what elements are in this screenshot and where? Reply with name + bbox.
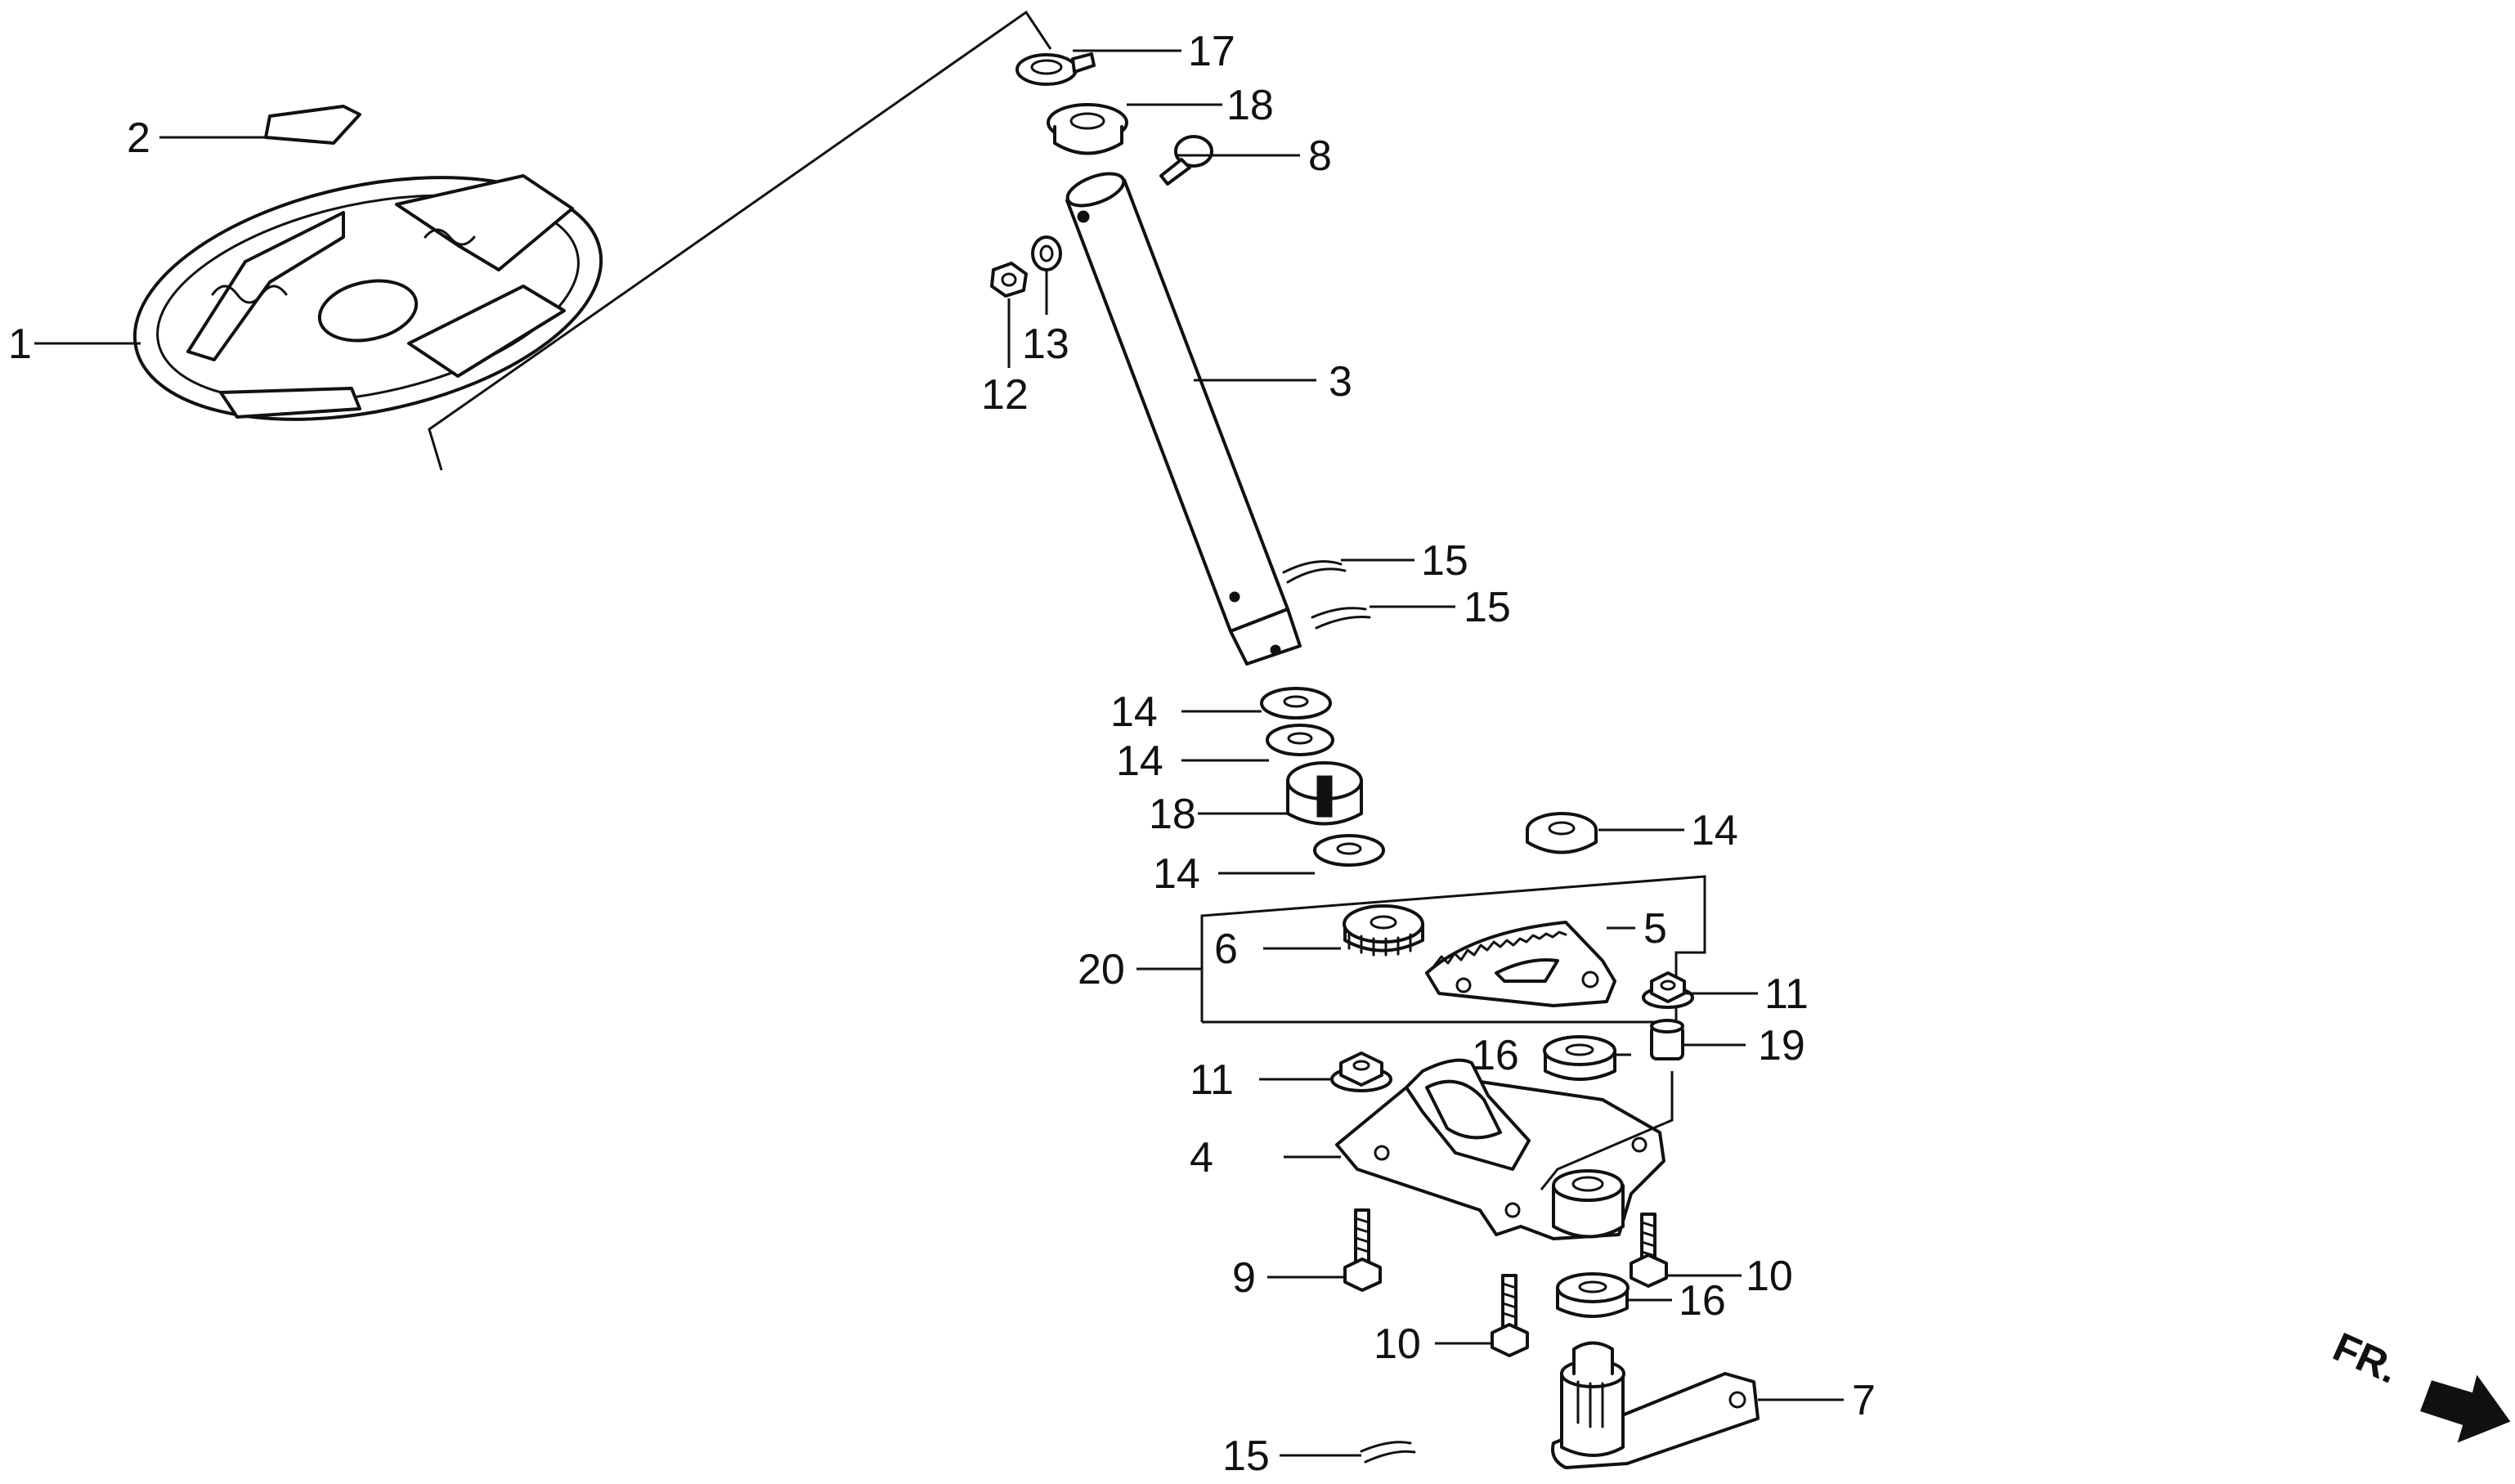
callout-14-b: 14	[1116, 738, 1163, 785]
washer-14-2	[1266, 724, 1334, 756]
bolt-10-right	[1630, 1213, 1668, 1288]
callout-19: 19	[1758, 1022, 1805, 1069]
callout-20: 20	[1078, 946, 1125, 993]
washer-14-3	[1313, 834, 1385, 867]
callout-2: 2	[127, 114, 150, 162]
bolt-9	[1343, 1208, 1382, 1292]
callout-3: 3	[1329, 358, 1352, 406]
steering-shaft	[1065, 172, 1302, 666]
callout-17: 17	[1188, 28, 1235, 75]
callout-labels: 1 2 3 4 5 6 7 8 9 10 10 11 11 12 13 14 1…	[8, 28, 1876, 1480]
washer-14-4	[1526, 812, 1598, 854]
callout-7: 7	[1852, 1377, 1876, 1424]
cotter-pin-middle	[1311, 607, 1371, 630]
sector-gear	[1425, 921, 1616, 1007]
callout-15-a: 15	[1421, 537, 1468, 585]
callout-9: 9	[1232, 1254, 1256, 1302]
callout-16-upper: 16	[1472, 1032, 1519, 1079]
callout-15-b: 15	[1464, 584, 1511, 631]
front-direction-indicator: FR.	[2327, 1324, 2511, 1443]
upper-bushing	[1047, 103, 1128, 155]
leader-lines	[34, 49, 1844, 1457]
collar-16-lower	[1556, 1272, 1630, 1318]
callout-15-c: 15	[1222, 1432, 1270, 1480]
emblem-cap	[264, 105, 361, 145]
cotter-pin-upper	[1282, 560, 1347, 584]
bolt-8	[1159, 135, 1213, 186]
front-arrow-icon	[2420, 1374, 2511, 1443]
gear-bracket-plate	[1335, 1058, 1674, 1240]
flange-nut-11-right	[1642, 971, 1694, 1009]
nut-12	[990, 262, 1028, 298]
callout-14-a: 14	[1110, 688, 1158, 736]
assembly-bracket-line	[428, 10, 1052, 471]
callout-10-left: 10	[1374, 1320, 1421, 1368]
callout-14-d: 14	[1153, 850, 1200, 898]
callout-14-c: 14	[1691, 807, 1738, 854]
callout-16-lower: 16	[1679, 1277, 1726, 1325]
callout-18-lower: 18	[1149, 791, 1196, 838]
callout-11-right: 11	[1764, 971, 1809, 1018]
pitman-arm	[1551, 1341, 1760, 1469]
cotter-pin-lower	[1360, 1441, 1416, 1464]
front-direction-label: FR.	[2327, 1324, 2405, 1392]
column-top-cap	[1015, 52, 1096, 86]
callout-6: 6	[1214, 926, 1238, 973]
washer-14-1	[1260, 687, 1332, 720]
callout-4: 4	[1190, 1134, 1213, 1181]
callout-11-left: 11	[1190, 1056, 1234, 1104]
spacer-19	[1650, 1019, 1684, 1060]
washer-13	[1031, 235, 1062, 271]
flange-nut-11-left	[1330, 1051, 1392, 1092]
callout-13: 13	[1022, 321, 1069, 368]
collar-16-upper	[1543, 1035, 1616, 1081]
callout-5: 5	[1643, 905, 1667, 953]
steering-wheel	[132, 174, 603, 421]
callout-10-right: 10	[1746, 1253, 1793, 1300]
callout-8: 8	[1308, 132, 1332, 180]
callout-18-upper: 18	[1226, 82, 1274, 129]
pinion-gear	[1343, 904, 1424, 957]
bolt-10-left	[1491, 1274, 1529, 1357]
lower-bushing-18	[1286, 761, 1363, 826]
callout-12: 12	[981, 371, 1029, 419]
callout-1: 1	[8, 321, 32, 368]
